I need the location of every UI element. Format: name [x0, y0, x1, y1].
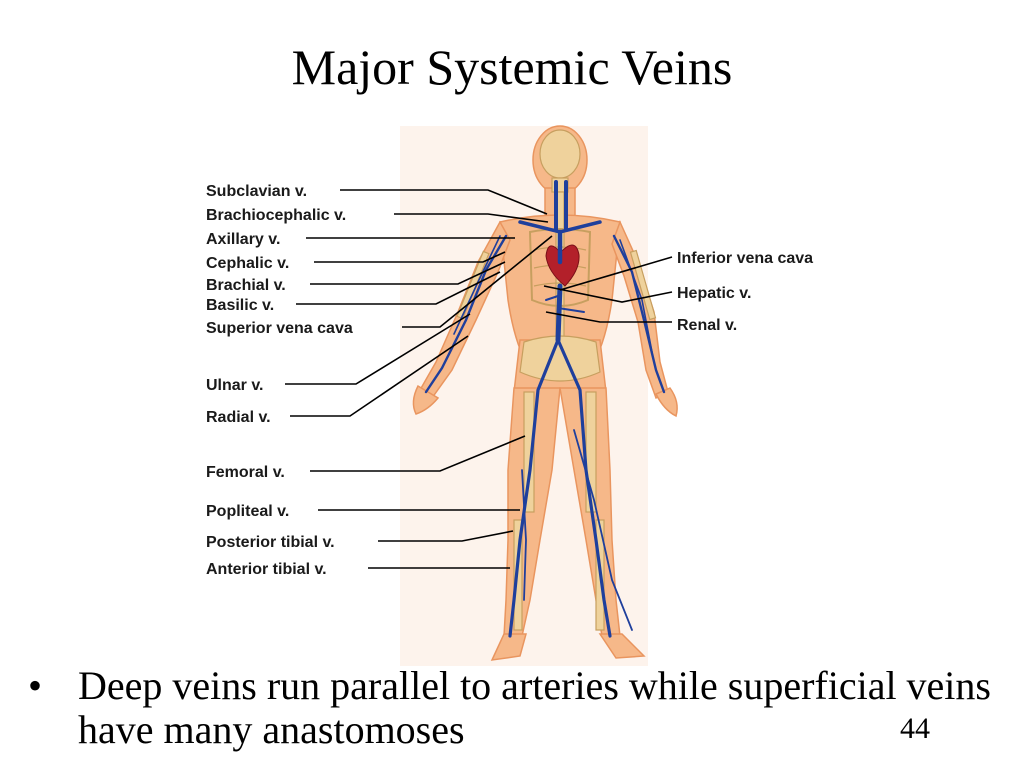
label-posterior-tibial: Posterior tibial v. — [206, 534, 335, 551]
pelvis-bone — [519, 335, 601, 382]
leader-posterior-tibial — [378, 530, 514, 542]
bullet-text: Deep veins run parallel to arteries whil… — [78, 663, 991, 752]
leader-superior-vena-cava — [402, 235, 553, 328]
skull — [539, 129, 581, 179]
renal-vein — [557, 307, 585, 313]
leader-femoral — [310, 435, 526, 472]
label-ulnar: Ulnar v. — [206, 377, 264, 394]
leader-ulnar — [285, 313, 471, 385]
left-femur — [523, 391, 535, 513]
label-brachiocephalic: Brachiocephalic v. — [206, 207, 346, 224]
label-axillary: Axillary v. — [206, 231, 280, 248]
label-basilic: Basilic v. — [206, 297, 274, 314]
great-saphenous-left — [521, 469, 527, 601]
leader-inferior-vena-cava — [559, 256, 673, 291]
hepatic-vein — [545, 295, 559, 301]
label-hepatic: Hepatic v. — [677, 285, 751, 302]
leader-brachial — [310, 261, 506, 285]
bullet-marker: • — [28, 663, 43, 708]
label-renal: Renal v. — [677, 317, 737, 334]
page-number: 44 — [900, 712, 930, 745]
label-superior-vena-cava: Superior vena cava — [206, 320, 353, 337]
leader-subclavian — [340, 189, 548, 215]
venous-network — [424, 180, 666, 638]
right-arm-vein — [612, 234, 666, 394]
great-saphenous-right — [573, 429, 633, 631]
leader-renal — [545, 311, 672, 323]
left-femoral-popliteal-vein — [508, 338, 560, 638]
label-anterior-tibial: Anterior tibial v. — [206, 561, 327, 578]
left-cephalic-vein — [453, 235, 501, 335]
right-leader-lines — [543, 256, 673, 323]
slide-title: Major Systemic Veins — [291, 39, 733, 95]
leader-hepatic — [543, 285, 673, 303]
right-labels: Inferior vena cava Hepatic v. Renal v. — [677, 250, 813, 334]
heart — [545, 244, 580, 287]
left-arm-vein — [424, 234, 508, 394]
left-leader-lines — [285, 189, 553, 569]
inferior-vena-cava — [555, 283, 563, 343]
leader-brachiocephalic — [394, 213, 549, 223]
leader-cephalic — [314, 251, 506, 263]
left-labels: Subclavian v. Brachiocephalic v. Axillar… — [206, 183, 353, 578]
label-inferior-vena-cava: Inferior vena cava — [677, 250, 813, 267]
leader-radial — [290, 335, 469, 417]
label-brachial: Brachial v. — [206, 277, 286, 294]
label-radial: Radial v. — [206, 409, 271, 426]
right-cephalic-vein — [619, 239, 653, 353]
label-subclavian: Subclavian v. — [206, 183, 307, 200]
label-femoral: Femoral v. — [206, 464, 285, 481]
label-cephalic: Cephalic v. — [206, 255, 289, 272]
leader-basilic — [296, 271, 501, 305]
rib — [533, 282, 587, 287]
label-popliteal: Popliteal v. — [206, 503, 289, 520]
right-femoral-popliteal-vein — [556, 338, 612, 638]
